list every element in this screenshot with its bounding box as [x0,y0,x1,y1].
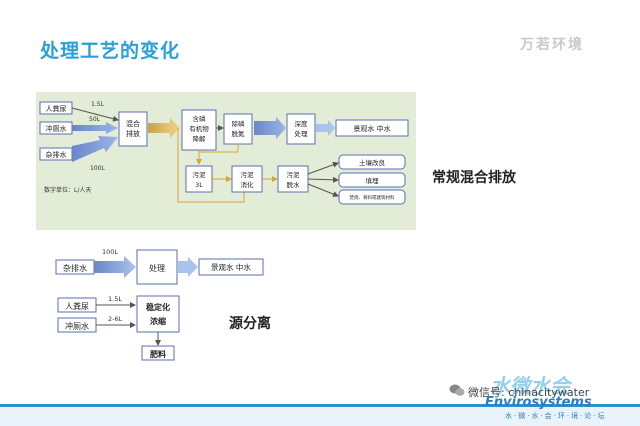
label-source-separation: 源分离 [229,316,271,332]
arrow-to-soil [307,161,339,175]
wechat-icon [449,384,465,396]
sludge-return-line [177,128,245,203]
svg-text:景观水 中水: 景观水 中水 [353,124,390,133]
svg-text:焚烧、骨料或建筑材料: 焚烧、骨料或建筑材料 [350,194,395,201]
sludge-line-2 [199,144,239,153]
arrow-deep-to-output [316,120,335,136]
src-treatment-box: 处理 [136,249,178,285]
svg-text:稳定化: 稳定化 [146,302,170,312]
arrow-phos-to-deep [254,117,286,139]
svg-text:处理: 处理 [149,263,165,273]
svg-text:填埋: 填埋 [366,176,380,185]
arrow-feces [71,107,119,122]
svg-text:含磷: 含磷 [193,114,207,123]
src-feces-urine: 人粪尿 [57,297,97,313]
svg-text:处理: 处理 [295,129,309,138]
output-landfill: 填埋 [338,172,406,188]
svg-text:冲厕水: 冲厕水 [65,321,89,331]
volume-flush: 50L [89,116,101,123]
src-arrow-to-output [178,257,198,277]
organic-degradation-box: 含磷 有机物 降解 [181,109,217,151]
svg-text:杂排水: 杂排水 [63,263,87,273]
input-feces-urine: 人粪尿 [39,101,73,115]
envirosystems-logo: Envirosystems [485,395,592,410]
slide-title: 处理工艺的变化 [40,40,181,62]
svg-text:除磷: 除磷 [232,119,246,128]
svg-text:肥料: 肥料 [150,349,166,359]
svg-text:3L: 3L [195,181,203,189]
phosphorus-removal-box: 除磷 脱氮 [223,113,253,145]
src-stabilize-box: 稳定化 浓缩 [136,295,180,333]
svg-text:污泥: 污泥 [241,171,255,179]
sludge-digestion-box: 污泥 消化 [231,165,263,193]
src-grey-water: 杂排水 [55,259,95,275]
arrow-to-landfill [307,176,339,183]
source-separation-diagram: 杂排水 100L 处理 景观水 中水 人粪尿 冲厕水 1.5L 2-6L 稳定化… [52,244,272,366]
volume-feces: 1.5L [91,101,105,108]
svg-text:人粪尿: 人粪尿 [65,301,89,311]
svg-text:景观水 中水: 景观水 中水 [211,262,251,272]
output-soil: 土壤改良 [338,154,406,170]
output-building: 焚烧、骨料或建筑材料 [338,189,406,205]
svg-text:污泥: 污泥 [287,171,301,179]
source-separation-svg: 杂排水 100L 处理 景观水 中水 人粪尿 冲厕水 1.5L 2-6L 稳定化… [55,248,264,361]
svg-text:有机物: 有机物 [189,124,209,133]
mix-discharge-box: 混合 排放 [118,111,148,147]
svg-text:人粪尿: 人粪尿 [46,104,67,113]
volume-grey: 100L [90,165,105,172]
svg-text:脱氮: 脱氮 [232,129,246,138]
svg-text:排放: 排放 [126,129,140,138]
sludge-box: 污泥 3L [185,165,213,193]
svg-text:混合: 混合 [126,119,140,128]
src-output-water: 景观水 中水 [198,258,264,276]
input-flush-water: 冲厕水 [39,121,73,135]
deep-treatment-box: 深度 处理 [286,113,316,145]
src-arrow-grey [94,256,136,278]
src-volume-feces: 1.5L [108,295,122,303]
sludge-dewater-box: 污泥 脱水 [277,165,309,193]
src-volume-flush: 2-6L [108,315,123,323]
input-grey-water: 杂排水 [39,147,73,161]
brand-watermark: 万若环境 [520,37,584,53]
conventional-diagram-svg: 人粪尿 冲厕水 杂排水 1.5L 50L 100L 混合 排放 含磷 有机物 降 [36,92,416,230]
footer-band [0,407,640,426]
arrow-grey [72,136,118,162]
svg-text:浓缩: 浓缩 [150,316,166,326]
unit-note: 数字单位：L/人天 [44,186,91,194]
arrow-flush [72,122,118,134]
forum-logo-text: 水微水会 [490,374,570,398]
svg-text:杂排水: 杂排水 [46,150,67,159]
svg-text:消化: 消化 [241,180,255,189]
output-landscape-water: 景观水 中水 [335,119,409,137]
svg-text:降解: 降解 [193,134,207,143]
conventional-diagram: 人粪尿 冲厕水 杂排水 1.5L 50L 100L 混合 排放 含磷 有机物 降 [36,92,416,230]
svg-text:污泥: 污泥 [193,171,207,179]
envirosystems-subtitle: 水·微·水·会·环·境·论·坛 [505,412,607,420]
footer-line [0,404,640,407]
src-flush-water: 冲厕水 [57,317,97,333]
src-fertilizer: 肥料 [141,345,175,361]
wechat-id: 微信号: chinacitywater [468,386,590,399]
svg-text:深度: 深度 [295,119,309,128]
arrow-to-building [307,183,339,197]
svg-text:土壤改良: 土壤改良 [359,158,386,167]
src-volume-grey: 100L [102,248,118,256]
svg-text:冲厕水: 冲厕水 [46,124,67,133]
arrow-mix-to-organic [148,118,180,138]
svg-text:脱水: 脱水 [287,180,301,189]
label-conventional: 常规混合排放 [432,170,516,186]
